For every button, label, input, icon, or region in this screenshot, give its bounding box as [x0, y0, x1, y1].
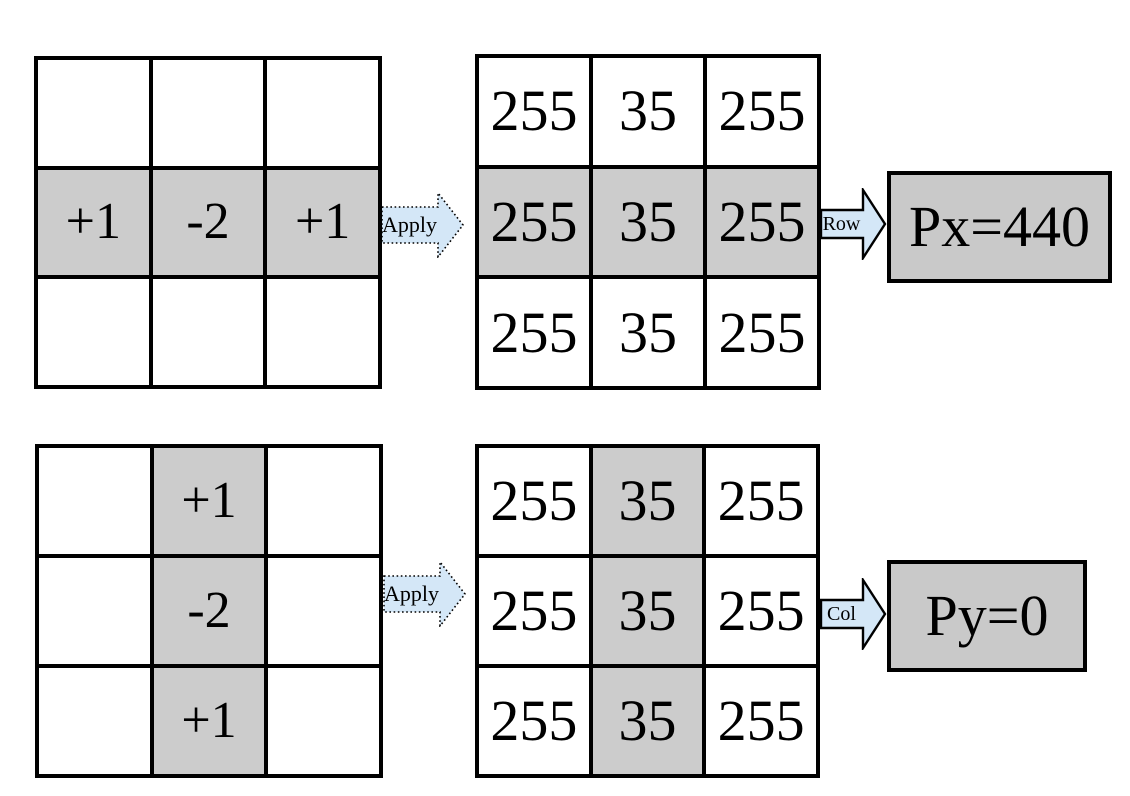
grid-cell: 255 [479, 168, 589, 276]
grid-cell [38, 279, 149, 385]
grid-cell [152, 279, 264, 385]
py-result-box: Py=0 [887, 560, 1087, 672]
grid-cell [268, 558, 379, 664]
apply-arrow-row: Apply [381, 192, 465, 258]
grid-cell [267, 60, 378, 166]
grid-cell: 255 [706, 448, 816, 554]
block-arrow-right-icon [383, 561, 467, 627]
grid-cell [38, 60, 149, 166]
grid-cell: 255 [479, 279, 589, 386]
col-direction-arrow: Col [820, 578, 887, 650]
grid-cell: 35 [592, 558, 703, 664]
grid-cell: 255 [706, 558, 816, 664]
grid-cell: +1 [267, 169, 378, 276]
grid-cell [267, 279, 378, 385]
grid-cell: 35 [593, 168, 703, 276]
px-result-box: Px=440 [887, 171, 1112, 283]
grid-cell: 255 [479, 668, 589, 774]
grid-cell: -2 [152, 169, 264, 276]
grid-cell [268, 448, 379, 554]
grid-cell: +1 [38, 169, 149, 276]
grid-cell: 255 [707, 279, 817, 386]
grid-cell: 255 [479, 448, 589, 554]
grid-cell: 255 [479, 558, 589, 664]
block-arrow-right-icon [381, 192, 465, 258]
grid-cell: -2 [153, 558, 265, 664]
grid-cell [39, 448, 150, 554]
grid-cell: 255 [707, 58, 817, 165]
apply-arrow-label: Apply [382, 212, 437, 237]
apply-arrow-label: Apply [384, 581, 439, 606]
py-result-value: Py=0 [925, 583, 1049, 648]
grid-cell: 255 [479, 58, 589, 165]
grid-cell [39, 668, 150, 774]
grid-cell: 255 [706, 668, 816, 774]
grid-cell: 35 [592, 668, 703, 774]
block-arrow-right-icon [820, 188, 887, 260]
grid-cell: 35 [593, 279, 703, 386]
block-arrow-right-icon [820, 578, 887, 650]
grid-cell: +1 [153, 448, 265, 554]
row-direction-arrow: Row [820, 188, 887, 260]
grid-cell: 35 [593, 58, 703, 165]
px-result-value: Px=440 [909, 194, 1090, 259]
row-kernel-grid: +1-2+1 [34, 56, 382, 389]
col-kernel-grid: +1-2+1 [35, 444, 383, 778]
grid-cell [268, 668, 379, 774]
grid-cell [39, 558, 150, 664]
col-arrow-label: Col [827, 603, 856, 625]
grid-cell: 35 [592, 448, 703, 554]
grid-cell: +1 [153, 668, 265, 774]
row-arrow-label: Row [822, 213, 861, 235]
grid-cell: 255 [707, 168, 817, 276]
grid-cell [152, 60, 264, 166]
apply-arrow-col: Apply [383, 561, 467, 627]
